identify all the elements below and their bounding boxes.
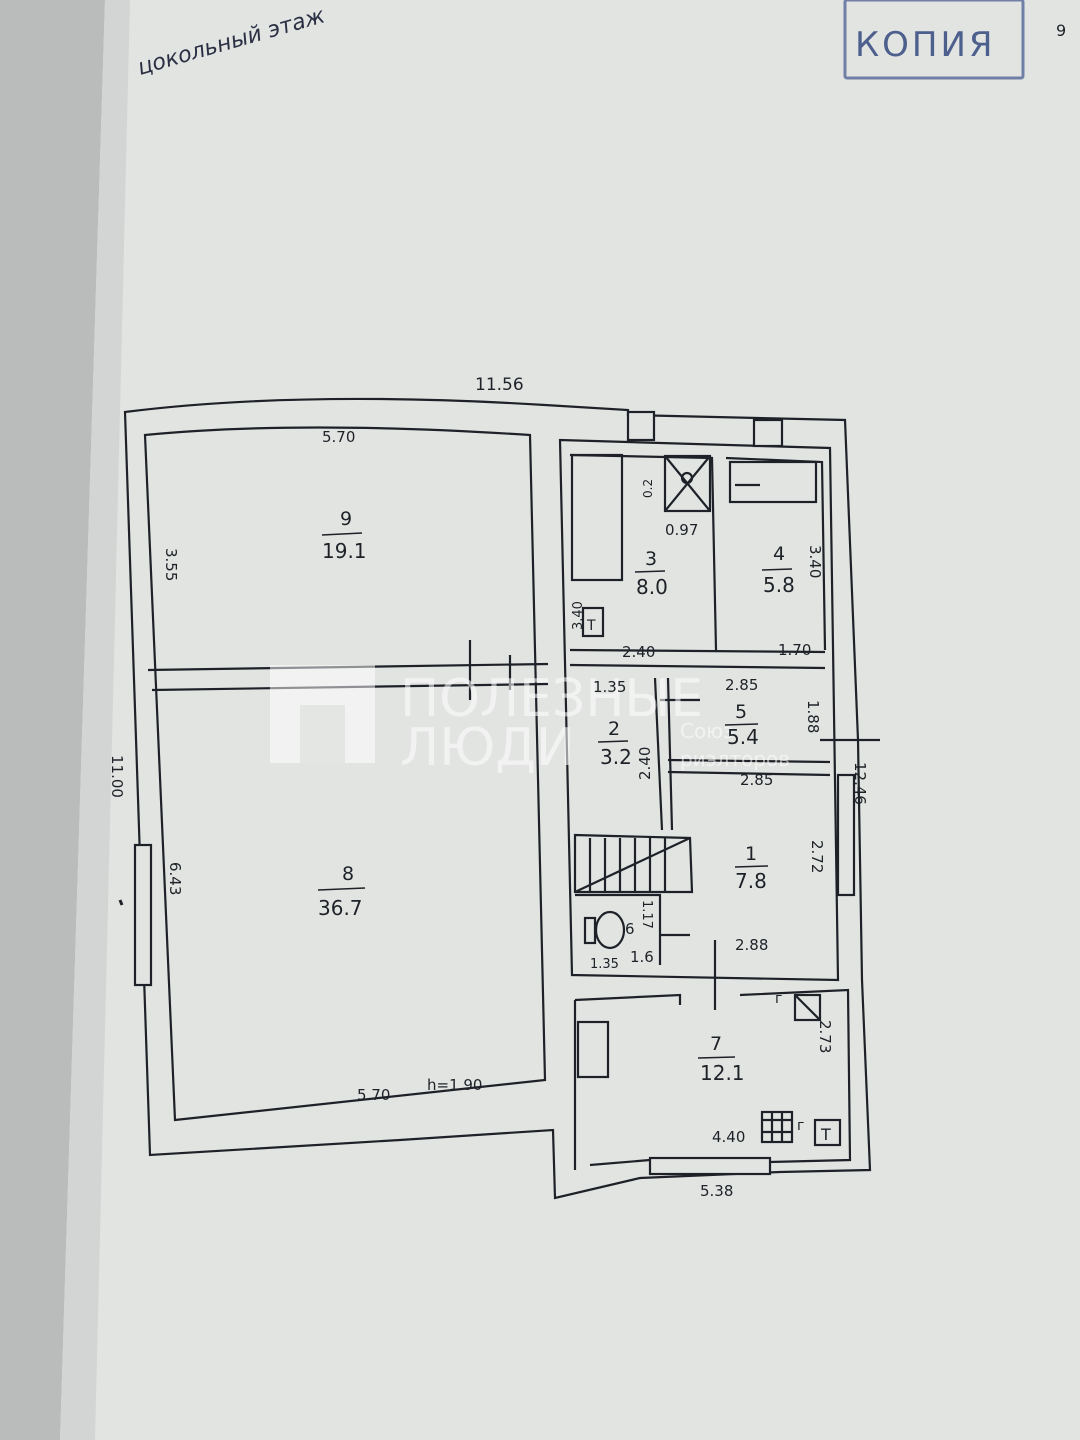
dim-shower-a: 0.2 bbox=[641, 479, 655, 498]
room3-number: 3 bbox=[645, 548, 657, 570]
watermark-line1: ПОЛЕЗНЫЕ bbox=[400, 669, 703, 729]
room1-number: 1 bbox=[745, 843, 757, 865]
dim-corridor-a: 1.35 bbox=[593, 678, 626, 696]
room3-area: 8.0 bbox=[636, 575, 668, 599]
dimension-labels: 11.56 5.70 3.55 11.00 6.43 5.70 h=1.90 0… bbox=[108, 375, 869, 1200]
dim-room6-height: 1.17 bbox=[639, 900, 654, 929]
room2-number: 2 bbox=[608, 718, 620, 740]
room5-area: 5.4 bbox=[727, 725, 759, 749]
page-number: 9 bbox=[1056, 21, 1066, 40]
mark-g1: г bbox=[775, 991, 782, 1007]
dim-room9-width: 5.70 bbox=[322, 428, 355, 446]
mark-t1: Т bbox=[820, 1125, 831, 1144]
dim-room3-width: 2.40 bbox=[622, 643, 655, 661]
room5-number: 5 bbox=[735, 701, 747, 723]
watermark-line2: ЛЮДИ bbox=[400, 718, 575, 778]
room8-area: 36.7 bbox=[318, 896, 363, 920]
mark-g2: г bbox=[797, 1118, 804, 1134]
dim-room4-height: 3.40 bbox=[806, 545, 824, 578]
room1-area: 7.8 bbox=[735, 869, 767, 893]
stamp-text: КОПИЯ bbox=[855, 25, 996, 65]
room9-number: 9 bbox=[340, 508, 352, 530]
dim-right-overall: 12.46 bbox=[851, 762, 869, 805]
dim-room4-width: 1.70 bbox=[778, 641, 811, 659]
dim-small-box: 3.40 bbox=[571, 601, 586, 630]
copy-stamp: КОПИЯ bbox=[843, 0, 1025, 80]
dim-room2-height: 2.40 bbox=[636, 747, 654, 780]
dim-room8-height: 6.43 bbox=[166, 862, 184, 895]
watermark-line4: риэлторов bbox=[680, 747, 790, 771]
room2-area: 3.2 bbox=[600, 745, 632, 769]
room-labels: 9 19.1 8 36.7 3 8.0 4 5.8 2 3.2 5 5.4 1 … bbox=[317, 508, 795, 1085]
dim-room1-bottom: 2.88 bbox=[735, 936, 768, 954]
inner-wall-left bbox=[143, 426, 547, 1122]
room6-number: 6 bbox=[625, 920, 635, 938]
dim-room9-height: 3.55 bbox=[162, 548, 180, 581]
dim-shower-b: 0.97 bbox=[665, 521, 698, 539]
dim-left-overall: 11.00 bbox=[108, 755, 126, 798]
dim-room7-height: 2.73 bbox=[816, 1020, 834, 1053]
dim-bottom-left: 5.70 bbox=[357, 1086, 390, 1104]
room7-area: 12.1 bbox=[700, 1061, 745, 1085]
room8-number: 8 bbox=[342, 863, 354, 885]
dim-room1-top: 2.85 bbox=[740, 771, 773, 789]
dim-room1-height: 2.72 bbox=[808, 840, 826, 873]
dim-bottom-overall: 5.38 bbox=[700, 1182, 733, 1200]
dim-top-overall: 11.56 bbox=[475, 375, 524, 395]
inner-wall-right bbox=[558, 438, 840, 982]
dim-room7-inner: 4.40 bbox=[712, 1128, 745, 1146]
room4-area: 5.8 bbox=[763, 573, 795, 597]
dim-room5-width: 2.85 bbox=[725, 676, 758, 694]
dim-ceiling-height: h=1.90 bbox=[427, 1076, 482, 1094]
mark-t2: Т bbox=[586, 618, 596, 634]
dim-room5-height: 1.88 bbox=[804, 700, 822, 733]
outer-wall bbox=[123, 397, 872, 1200]
dim-room6-width: 1.35 bbox=[590, 957, 619, 972]
agency-watermark: ПОЛЕЗНЫЕ ЛЮДИ Союз риэлторов bbox=[270, 665, 790, 778]
room7-number: 7 bbox=[710, 1033, 722, 1055]
room6-area: 1.6 bbox=[630, 948, 654, 966]
watermark-line3: Союз bbox=[680, 719, 734, 743]
room9-area: 19.1 bbox=[322, 539, 367, 563]
paper-sheet bbox=[60, 0, 1080, 1440]
room4-number: 4 bbox=[773, 543, 785, 565]
